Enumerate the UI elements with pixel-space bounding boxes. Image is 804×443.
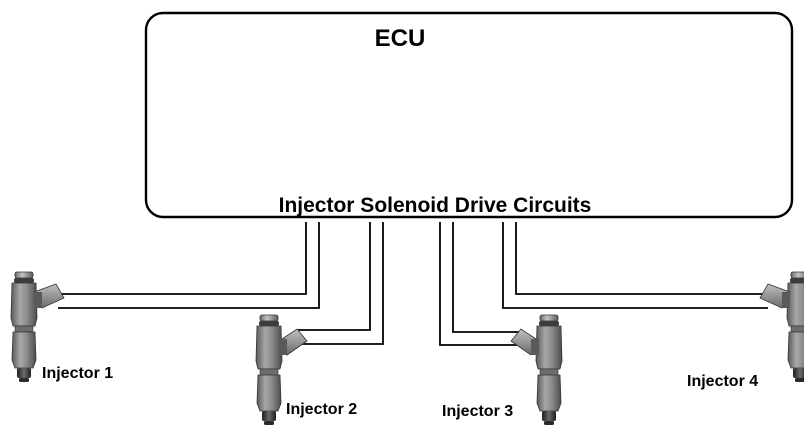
wire-injector-1-a: [58, 222, 306, 294]
wire-injector-4-a: [503, 222, 768, 308]
wires: [58, 222, 768, 345]
ecu-title: ECU: [375, 25, 426, 52]
wire-injector-1-b: [58, 222, 319, 308]
circuits-label: Injector Solenoid Drive Circuits: [279, 194, 592, 217]
ecu-box: [146, 13, 792, 217]
wire-injector-4-b: [516, 222, 768, 294]
injector-2-label: Injector 2: [286, 401, 357, 418]
injector-4-label: Injector 4: [687, 373, 758, 390]
injector-4-icon: [760, 272, 804, 382]
injector-3-icon: [511, 315, 562, 425]
injector-1-label: Injector 1: [42, 365, 113, 382]
wire-injector-2-a: [298, 222, 370, 330]
injector-3-label: Injector 3: [442, 403, 513, 420]
wire-injector-3-b: [453, 222, 524, 332]
